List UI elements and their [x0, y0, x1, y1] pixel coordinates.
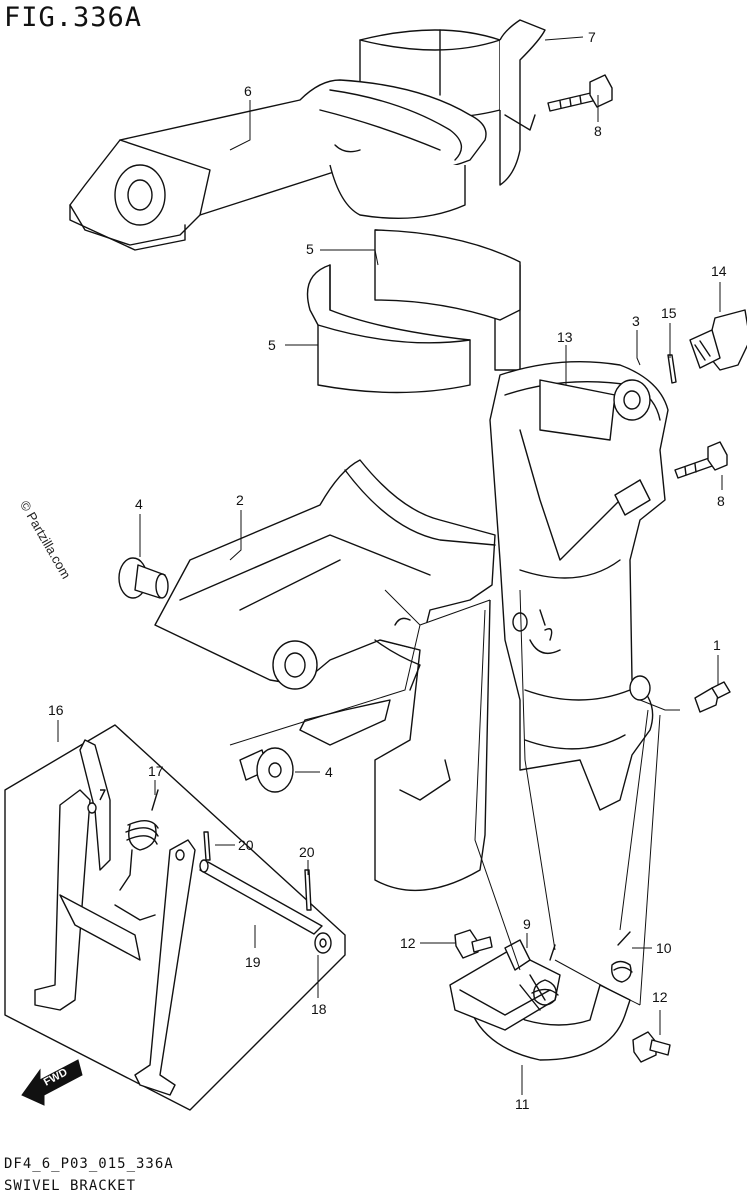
part-4-collar-upper [118, 557, 169, 599]
callout-12-left: 12 [400, 935, 416, 951]
leader-lines [57, 36, 723, 1095]
callout-12-right: 12 [652, 989, 668, 1005]
callout-19: 19 [245, 954, 261, 970]
part-12-bolt-a [454, 929, 493, 959]
callout-4-upper: 4 [135, 496, 143, 512]
part-5-bushing-lower [306, 264, 471, 394]
kit-tilt-lever [34, 739, 196, 1096]
callout-5-lower: 5 [268, 337, 276, 353]
kit-box-16 [4, 724, 346, 1111]
part-8-bolt-upper [547, 74, 613, 112]
callout-20-a: 20 [238, 837, 254, 853]
callout-14: 14 [711, 263, 727, 279]
callout-7: 7 [588, 29, 596, 45]
callout-4-lower: 4 [325, 764, 333, 780]
callout-8-upper: 8 [594, 123, 602, 139]
callout-13: 13 [557, 329, 573, 345]
part-6-bracket-arm [69, 79, 487, 251]
part-8-bolt-lower [674, 441, 728, 479]
part-3-swivel-housing [489, 360, 669, 811]
part-2-swivel-bracket [154, 459, 496, 892]
part-11-stopper-bracket [449, 939, 631, 1061]
part-20-cotter-pin-b [304, 869, 312, 911]
part-5-bushing-upper [374, 229, 521, 371]
part-12-bolt-b [632, 1031, 671, 1063]
part-18-washer [314, 932, 332, 954]
callout-9: 9 [523, 916, 531, 932]
callout-8-lower: 8 [717, 493, 725, 509]
callout-1: 1 [713, 637, 721, 653]
callout-17: 17 [148, 763, 164, 779]
callout-3: 3 [632, 313, 640, 329]
callout-16: 16 [48, 702, 64, 718]
callout-5-upper: 5 [306, 241, 314, 257]
part-15-pin [667, 354, 677, 384]
figure-name: SWIVEL BRACKET [4, 1178, 137, 1194]
callout-18: 18 [311, 1001, 327, 1017]
part-14-tilt-knob [689, 309, 747, 371]
callout-10: 10 [656, 940, 672, 956]
part-20-cotter-pin-a [203, 831, 211, 861]
part-4-collar-lower [239, 747, 294, 793]
figure-title: FIG.336A [4, 2, 143, 33]
callout-6: 6 [244, 83, 252, 99]
part-10-spring [611, 931, 633, 983]
fwd-direction-badge: FWD [21, 1059, 83, 1106]
part-17-spring [119, 789, 159, 891]
callout-11: 11 [515, 1096, 530, 1112]
figure-code: DF4_6_P03_015_336A [4, 1156, 174, 1172]
callout-20-b: 20 [299, 844, 315, 860]
part-19-tilt-rod [199, 859, 323, 935]
callout-2: 2 [236, 492, 244, 508]
callout-15: 15 [661, 305, 677, 321]
assembly-lines [229, 589, 680, 1006]
part-1-grease-fitting [694, 681, 731, 713]
